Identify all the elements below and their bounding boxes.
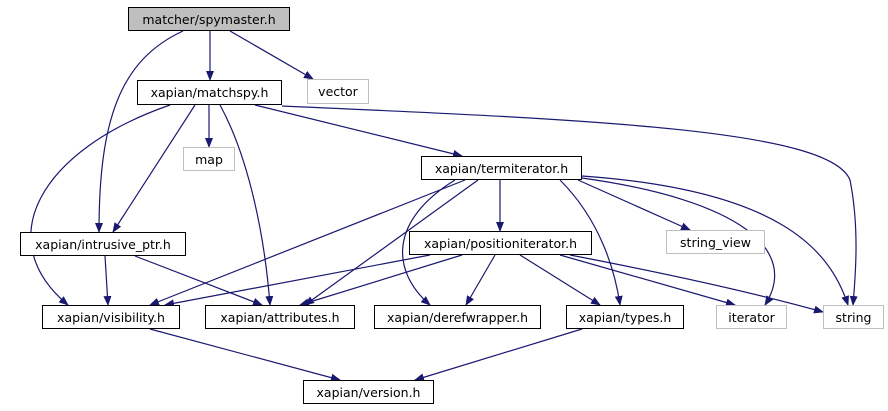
node-iterator: iterator bbox=[716, 305, 787, 329]
edge-termiterator-to-string_view bbox=[577, 179, 691, 231]
node-positioniterator[interactable]: xapian/positioniterator.h bbox=[409, 231, 592, 255]
node-termiterator[interactable]: xapian/termiterator.h bbox=[421, 156, 582, 180]
node-string_view: string_view bbox=[666, 230, 765, 254]
node-string: string bbox=[823, 305, 884, 329]
edge-positioniterator-to-types bbox=[519, 254, 601, 306]
node-visibility[interactable]: xapian/visibility.h bbox=[42, 305, 180, 329]
edge-positioniterator-to-attributes bbox=[299, 254, 463, 307]
edge-positioniterator-to-derefwrapper bbox=[465, 254, 496, 306]
edge-termiterator-to-string bbox=[581, 175, 849, 306]
edge-types-to-version bbox=[414, 328, 583, 382]
node-types[interactable]: xapian/types.h bbox=[566, 305, 684, 329]
node-attributes[interactable]: xapian/attributes.h bbox=[205, 305, 355, 329]
edge-positioniterator-to-string bbox=[569, 254, 824, 314]
edge-termiterator-to-types bbox=[559, 179, 623, 306]
edge-intrusive_ptr-to-visibility bbox=[103, 255, 112, 306]
edge-spymaster-to-vector bbox=[229, 30, 314, 80]
edge-matchspy-to-intrusive_ptr bbox=[112, 104, 196, 233]
edge-termiterator-to-iterator bbox=[581, 177, 776, 306]
edge-intrusive_ptr-to-attributes bbox=[134, 255, 263, 306]
edge-matchspy-to-attributes bbox=[219, 104, 274, 306]
edge-termiterator-to-attributes bbox=[304, 179, 479, 306]
edge-termiterator-to-visibility bbox=[149, 179, 466, 306]
node-intrusive_ptr[interactable]: xapian/intrusive_ptr.h bbox=[20, 232, 186, 256]
edge-matchspy-to-visibility bbox=[30, 104, 171, 306]
node-derefwrapper[interactable]: xapian/derefwrapper.h bbox=[374, 305, 541, 329]
node-map: map bbox=[183, 147, 235, 171]
edge-spymaster-to-intrusive_ptr bbox=[95, 30, 184, 233]
node-version[interactable]: xapian/version.h bbox=[303, 380, 434, 404]
edge-positioniterator-to-visibility bbox=[164, 254, 431, 308]
node-matchspy[interactable]: xapian/matchspy.h bbox=[137, 80, 282, 105]
edge-visibility-to-version bbox=[149, 328, 341, 382]
edge-positioniterator-to-iterator bbox=[559, 254, 736, 307]
edge-matchspy-to-termiterator bbox=[254, 104, 463, 158]
node-vector: vector bbox=[307, 79, 369, 104]
edge-termiterator-to-derefwrapper bbox=[401, 179, 456, 306]
node-spymaster: matcher/spymaster.h bbox=[128, 7, 290, 31]
edge-matchspy-to-string bbox=[281, 105, 858, 306]
